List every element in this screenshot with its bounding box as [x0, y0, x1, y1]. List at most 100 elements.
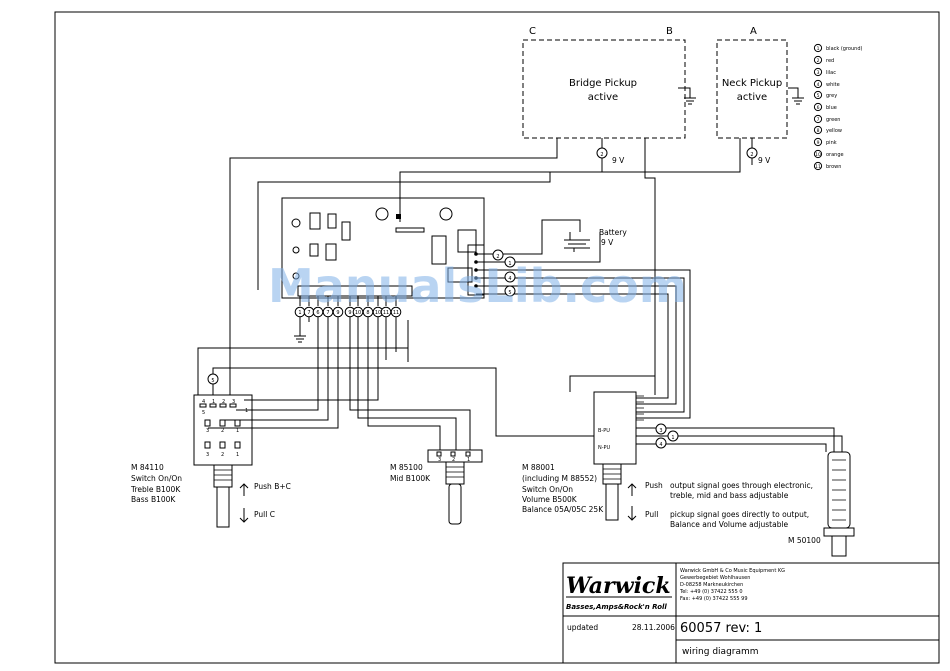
m84110-pull-label: Pull C — [254, 510, 275, 519]
drawing-frame — [54, 11, 940, 664]
wire-number-bridge — [596, 147, 608, 159]
svg-text:1: 1 — [236, 452, 239, 458]
svg-text:1: 1 — [212, 399, 215, 405]
wire-number-label: 8 — [366, 310, 369, 316]
svg-text:blue: blue — [826, 105, 837, 111]
svg-text:1: 1 — [671, 435, 674, 441]
warwick-logo: Warwick Basses,Amps&Rock'n Roll — [566, 573, 672, 611]
wire-number-label: 11 — [383, 310, 389, 316]
bridge-label-b: B — [666, 26, 673, 37]
svg-text:M 84110: M 84110 — [131, 463, 164, 472]
bridge-pickup: C B Bridge Pickup active — [522, 26, 696, 139]
legend-item: 6 blue — [813, 102, 837, 112]
switch-pot-m84110: 5 4 1 2 3 5 1 3 2 1 3 2 1 Push B+C Pull … — [130, 347, 594, 528]
legend-item: 8 yellow — [813, 125, 842, 135]
bridge-pickup-type: active — [588, 92, 618, 103]
legend-item: 7 green — [813, 114, 840, 124]
svg-text:2: 2 — [496, 254, 499, 260]
svg-text:4: 4 — [659, 442, 662, 448]
svg-text:10: 10 — [815, 152, 821, 158]
wire-number-label: 9 — [348, 310, 351, 316]
m88001-push-label: Push — [645, 481, 663, 490]
legend-item: 2 red — [813, 55, 834, 65]
wire-number-label: 10 — [375, 310, 381, 316]
pot-wires — [208, 320, 471, 450]
svg-text:6: 6 — [817, 105, 820, 111]
m84110-push-label: Push B+C — [254, 482, 291, 491]
svg-text:white: white — [826, 82, 840, 88]
svg-text:1: 1 — [508, 261, 511, 267]
svg-text:Balance and Volume adjustable: Balance and Volume adjustable — [670, 520, 789, 529]
bridge-label-c: C — [529, 26, 536, 37]
svg-text:4: 4 — [817, 82, 820, 88]
svg-text:5: 5 — [508, 290, 511, 296]
pot-m88001: B-PU N-PU Push Pull output signal goes t… — [522, 375, 813, 529]
output-wires: 3 1 4 — [636, 423, 843, 452]
svg-text:3: 3 — [232, 399, 235, 405]
svg-text:Tel: +49 (0) 37422 555 0: Tel: +49 (0) 37422 555 0 — [679, 589, 743, 595]
svg-text:pickup signal goes directly to: pickup signal goes directly to output, — [670, 510, 809, 519]
svg-text:7: 7 — [817, 117, 820, 123]
watermark: ManualsLib.com — [268, 259, 687, 313]
ground-icon — [684, 97, 696, 105]
svg-text:treble, mid and bass adjustabl: treble, mid and bass adjustable — [670, 491, 789, 500]
wire-number-label: 1 — [298, 310, 301, 316]
svg-text:3: 3 — [438, 457, 441, 463]
jack-label: M 50100 — [788, 536, 821, 545]
svg-text:yellow: yellow — [826, 128, 842, 134]
svg-text:2: 2 — [222, 399, 225, 405]
svg-text:3: 3 — [206, 452, 209, 458]
pull-arrow-icon — [627, 506, 637, 521]
svg-text:M 85100: M 85100 — [390, 463, 423, 472]
push-arrow-icon — [239, 483, 249, 496]
svg-text:Gewerbegebiet Wohlhausen: Gewerbegebiet Wohlhausen — [680, 575, 750, 581]
svg-text:1: 1 — [817, 46, 820, 52]
m88001-pull-label: Pull — [645, 510, 658, 519]
svg-text:1: 1 — [236, 428, 239, 434]
svg-text:Bass B100K: Bass B100K — [131, 495, 176, 504]
svg-text:Warwick: Warwick — [566, 573, 671, 599]
bridge-voltage: 9 V — [612, 156, 625, 165]
document-title: wiring diagramm — [682, 647, 759, 657]
preamp-circuit-board — [281, 197, 485, 299]
svg-text:black (ground): black (ground) — [826, 46, 863, 52]
svg-text:1: 1 — [245, 408, 248, 414]
battery-label: Battery — [599, 228, 627, 237]
svg-text:5: 5 — [211, 378, 214, 384]
svg-text:output signal goes through ele: output signal goes through electronic, — [670, 481, 813, 490]
svg-text:2: 2 — [817, 58, 820, 64]
svg-text:green: green — [826, 117, 840, 123]
svg-text:red: red — [826, 58, 834, 64]
push-arrow-icon — [627, 483, 637, 496]
svg-text:5: 5 — [202, 410, 205, 416]
svg-text:5: 5 — [817, 93, 820, 99]
svg-text:3: 3 — [206, 428, 209, 434]
svg-text:lilac: lilac — [826, 70, 836, 76]
b-pu-label: B-PU — [598, 428, 610, 434]
svg-text:Balance 05A/05C 25K: Balance 05A/05C 25K — [522, 505, 604, 514]
svg-text:Volume B500K: Volume B500K — [522, 495, 578, 504]
svg-text:Mid B100K: Mid B100K — [390, 474, 431, 483]
svg-text:Treble B100K: Treble B100K — [130, 485, 181, 494]
svg-text:M 88001: M 88001 — [522, 463, 555, 472]
legend-item: 1 black (ground) — [813, 43, 863, 53]
board-side-wires: 2 1 4 5 — [476, 219, 691, 419]
svg-text:2: 2 — [750, 152, 753, 158]
wire-number-label: 7 — [307, 310, 310, 316]
svg-text:8: 8 — [817, 128, 820, 134]
svg-text:pink: pink — [826, 140, 837, 146]
svg-text:Switch On/On: Switch On/On — [522, 485, 573, 494]
ground-icon — [792, 97, 804, 105]
neck-label-a: A — [750, 26, 757, 37]
svg-text:3: 3 — [817, 70, 820, 76]
output-jack: M 50100 — [788, 451, 855, 557]
svg-text:Warwick GmbH & Co Music Equipm: Warwick GmbH & Co Music Equipment KG — [680, 568, 785, 574]
svg-text:4: 4 — [202, 399, 205, 405]
svg-text:3: 3 — [659, 428, 662, 434]
wire-number-label: 6 — [316, 310, 319, 316]
bridge-pickup-name: Bridge Pickup — [569, 78, 637, 89]
